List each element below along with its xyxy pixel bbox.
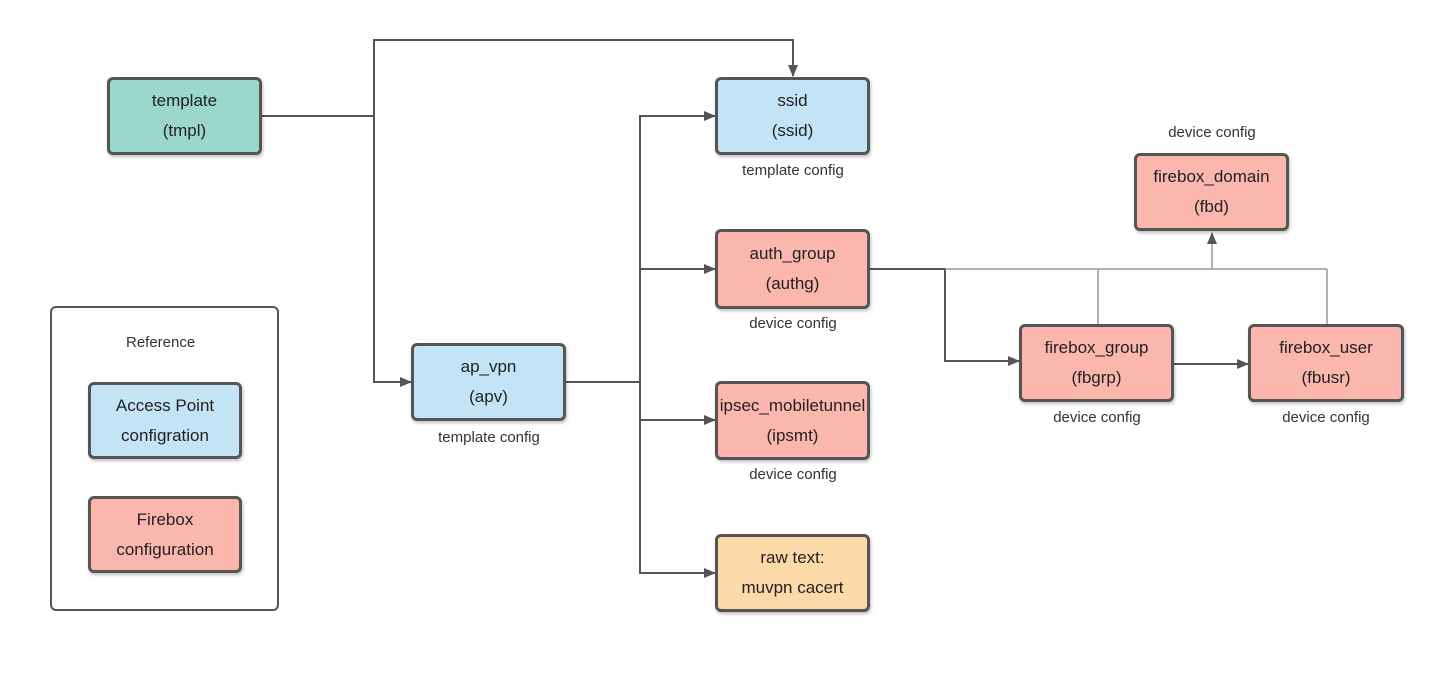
legend-access-point: Access Point configration	[88, 382, 242, 459]
node-raw-text: raw text: muvpn cacert	[715, 534, 870, 612]
legend-firebox-line1: Firebox	[136, 509, 194, 529]
node-firebox-domain-caption: device config	[1168, 124, 1256, 141]
edge-tmpl-ssid	[262, 39, 798, 117]
edge-authg-fbgrp	[870, 268, 1020, 366]
node-auth-group-caption: device config	[749, 315, 837, 332]
node-template: template (tmpl)	[107, 77, 262, 155]
node-firebox-user-caption: device config	[1282, 409, 1370, 426]
edge-apv-ssid	[639, 111, 716, 382]
node-firebox-domain-name: firebox_domain	[1153, 167, 1270, 186]
node-ssid-caption: template config	[742, 162, 844, 179]
node-ssid: ssid (ssid)	[715, 77, 870, 155]
edge-tmpl-apv	[373, 116, 412, 387]
node-ap-vpn: ap_vpn (apv)	[411, 343, 566, 421]
legend-reference-label: Reference	[126, 334, 196, 351]
node-firebox-domain-alias: (fbd)	[1194, 197, 1229, 216]
node-firebox-group-alias: (fbgrp)	[1071, 368, 1122, 387]
node-firebox-group: firebox_group (fbgrp)	[1019, 324, 1174, 402]
node-auth-group-alias: (authg)	[765, 274, 820, 293]
legend-firebox: Firebox configuration	[88, 496, 242, 573]
node-firebox-domain: firebox_domain (fbd)	[1134, 153, 1289, 231]
node-ap-vpn-alias: (apv)	[469, 387, 508, 406]
node-firebox-group-caption: device config	[1053, 409, 1141, 426]
legend-access-point-line2: configration	[121, 425, 209, 445]
node-ipsec-mobiletunnel: ipsec_mobiletunnel (ipsmt)	[715, 381, 870, 460]
node-template-alias: (tmpl)	[162, 121, 207, 140]
node-firebox-user: firebox_user (fbusr)	[1248, 324, 1404, 402]
edge-apv-raw	[639, 420, 716, 578]
node-ssid-name: ssid	[777, 91, 808, 110]
node-ipsec-mobiletunnel-name: ipsec_mobiletunnel	[719, 395, 866, 415]
node-ssid-alias: (ssid)	[771, 121, 814, 140]
node-ipsec-mobiletunnel-caption: device config	[749, 466, 837, 483]
node-template-name: template	[151, 91, 218, 110]
node-raw-text-line1: raw text:	[760, 548, 825, 567]
edge-apv-ipsmt	[639, 382, 716, 425]
node-raw-text-line2: muvpn cacert	[741, 578, 844, 597]
node-auth-group-name: auth_group	[749, 244, 836, 263]
node-ap-vpn-caption: template config	[438, 429, 540, 446]
node-ap-vpn-name: ap_vpn	[460, 357, 517, 376]
legend-access-point-line1: Access Point	[115, 395, 215, 415]
legend-firebox-line2: configuration	[116, 539, 214, 559]
node-firebox-group-name: firebox_group	[1044, 338, 1149, 357]
node-auth-group: auth_group (authg)	[715, 229, 870, 309]
node-ipsec-mobiletunnel-alias: (ipsmt)	[766, 425, 819, 445]
node-firebox-user-name: firebox_user	[1279, 338, 1373, 357]
node-firebox-user-alias: (fbusr)	[1301, 368, 1351, 387]
